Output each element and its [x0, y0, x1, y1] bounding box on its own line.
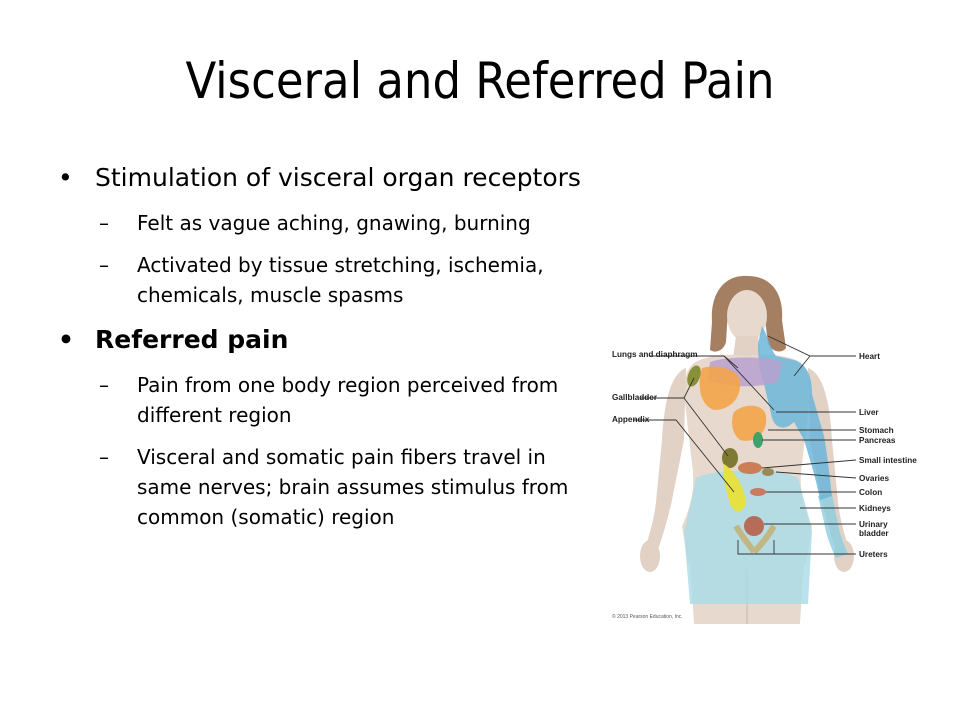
- liver-zone: [699, 366, 741, 410]
- label-lungs-and-diaphragm: Lungs and diaphragm: [612, 350, 698, 359]
- heart-leader-2: [793, 355, 811, 377]
- lungs-leader-2: [723, 355, 775, 411]
- gallbladder-zone: [687, 365, 701, 387]
- bullet-text: Referred pain: [95, 325, 289, 354]
- left-leader-lines: [634, 355, 775, 493]
- hair-shape: [710, 275, 786, 352]
- small-intestine-leader: [761, 459, 857, 469]
- sub-bullet-item: – Felt as vague aching, gnawing, burning: [58, 208, 598, 238]
- sub-bullet-item: – Visceral and somatic pain fibers trave…: [58, 442, 598, 532]
- dash-glyph: –: [99, 211, 109, 235]
- label-colon: Colon: [859, 488, 883, 497]
- label-kidneys: Kidneys: [859, 504, 891, 513]
- ovaries-zone: [762, 468, 774, 476]
- ureters-leader: [737, 540, 856, 555]
- bullet-text: Stimulation of visceral organ receptors: [95, 163, 581, 192]
- label-ureters: Ureters: [859, 550, 888, 559]
- label-small-intestine: Small intestine: [859, 456, 917, 465]
- left-arm-shape: [646, 368, 686, 550]
- bullet-glyph: •: [58, 325, 74, 354]
- body-illustration: [634, 275, 857, 624]
- label-ovaries: Ovaries: [859, 474, 890, 483]
- appendix-leader: [634, 419, 735, 493]
- ovaries-leader: [775, 471, 857, 479]
- referred-pain-figure: Lungs and diaphragm Gallbladder Appendix…: [598, 264, 938, 624]
- label-appendix: Appendix: [612, 415, 650, 424]
- head-shape: [727, 290, 767, 342]
- right-leader-lines: [737, 335, 857, 555]
- sub-bullet-text: Visceral and somatic pain fibers travel …: [137, 445, 569, 529]
- bullet-item: • Stimulation of visceral organ receptor…: [58, 160, 598, 196]
- small-intestine-zone: [738, 462, 762, 474]
- sub-bullet-text: Felt as vague aching, gnawing, burning: [137, 211, 531, 235]
- label-urinary-bladder: Urinary bladder: [859, 520, 889, 538]
- label-pancreas: Pancreas: [859, 436, 896, 445]
- urinary-bladder-zone: [744, 516, 764, 536]
- neck-shape: [733, 336, 761, 358]
- dash-glyph: –: [99, 445, 109, 469]
- bullet-item: • Referred pain: [58, 322, 598, 358]
- ureters-zone: [733, 524, 777, 555]
- colon-zone: [750, 488, 766, 496]
- pancreas-zone: [753, 432, 763, 448]
- dash-glyph: –: [99, 253, 109, 277]
- bullet-glyph: •: [58, 163, 73, 192]
- sub-bullet-text: Pain from one body region perceived from…: [137, 373, 559, 427]
- kidney-zone: [684, 470, 812, 604]
- label-stomach: Stomach: [859, 426, 894, 435]
- appendix-zone: [723, 464, 746, 512]
- left-hand-shape: [640, 540, 660, 572]
- label-liver: Liver: [859, 408, 879, 417]
- kidney-arm-zone: [818, 494, 848, 558]
- sub-bullet-text: Activated by tissue stretching, ischemia…: [137, 253, 544, 307]
- sub-bullet-item: – Pain from one body region perceived fr…: [58, 370, 598, 430]
- label-gallbladder: Gallbladder: [612, 393, 658, 402]
- gallbladder-leader-2: [683, 397, 729, 457]
- dash-glyph: –: [99, 373, 109, 397]
- label-heart: Heart: [859, 352, 880, 361]
- slide-title: Visceral and Referred Pain: [185, 52, 775, 110]
- copyright-text: © 2013 Pearson Education, Inc.: [612, 614, 683, 620]
- right-arm-shape: [808, 368, 848, 550]
- slide-body: • Stimulation of visceral organ receptor…: [58, 160, 598, 544]
- sub-bullet-item: – Activated by tissue stretching, ischem…: [58, 250, 598, 310]
